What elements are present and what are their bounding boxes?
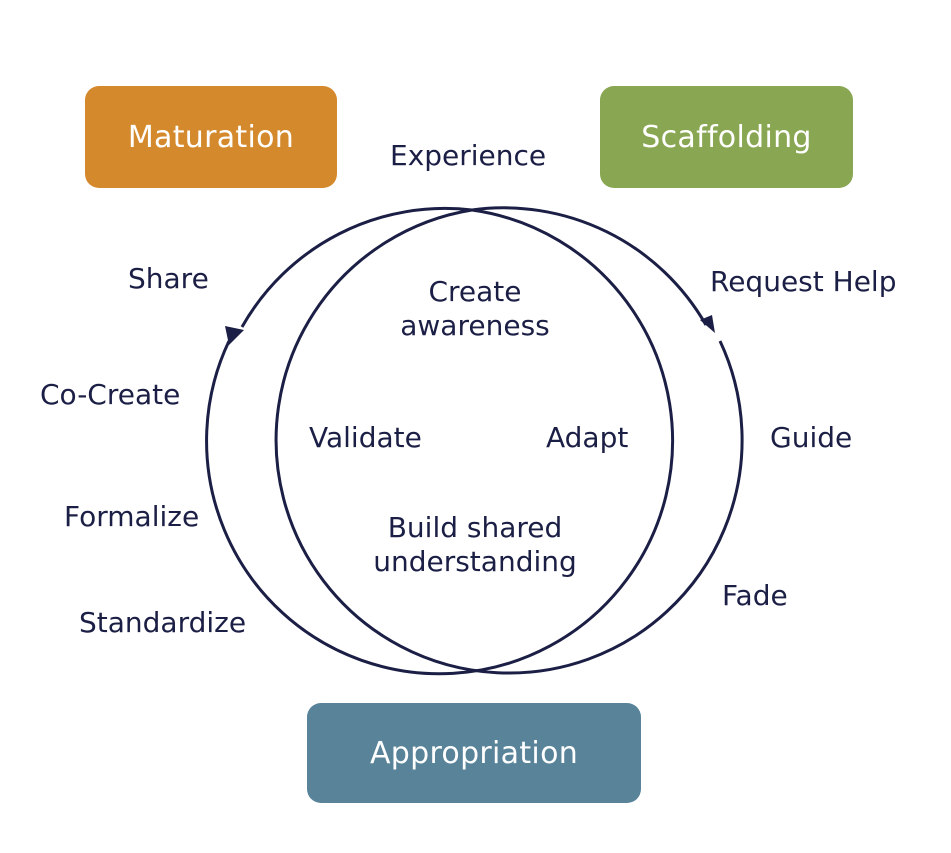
scaffolding-box: Scaffolding [600,86,853,188]
co-create-label: Co-Create [40,378,181,411]
left-arrowhead [225,326,244,345]
request-help-label: Request Help [710,265,897,298]
maturation-label: Maturation [127,119,295,155]
build-shared-understanding-label: Build shared understanding [345,511,605,578]
adapt-label: Adapt [546,421,629,454]
build-shared-line1: Build shared [387,511,563,544]
scaffolding-label: Scaffolding [641,119,812,155]
create-awareness-label: Create awareness [375,275,575,342]
right-circle-arc [274,208,744,675]
share-label: Share [128,262,209,295]
left-circle-arc [205,208,675,676]
experience-label: Experience [390,139,547,172]
standardize-label: Standardize [79,606,247,639]
right-arrowhead [700,315,715,333]
fade-label: Fade [722,579,788,612]
appropriation-label: Appropriation [369,735,579,771]
maturation-box: Maturation [85,86,337,188]
create-awareness-line2: awareness [400,308,550,342]
build-shared-line2: understanding [373,544,577,578]
appropriation-box: Appropriation [307,703,641,803]
validate-label: Validate [309,421,422,454]
right-circle-top-arc [471,206,708,326]
formalize-label: Formalize [64,500,200,533]
guide-label: Guide [770,421,853,454]
left-circle-top-arc [240,206,473,328]
create-awareness-line1: Create [428,275,522,308]
